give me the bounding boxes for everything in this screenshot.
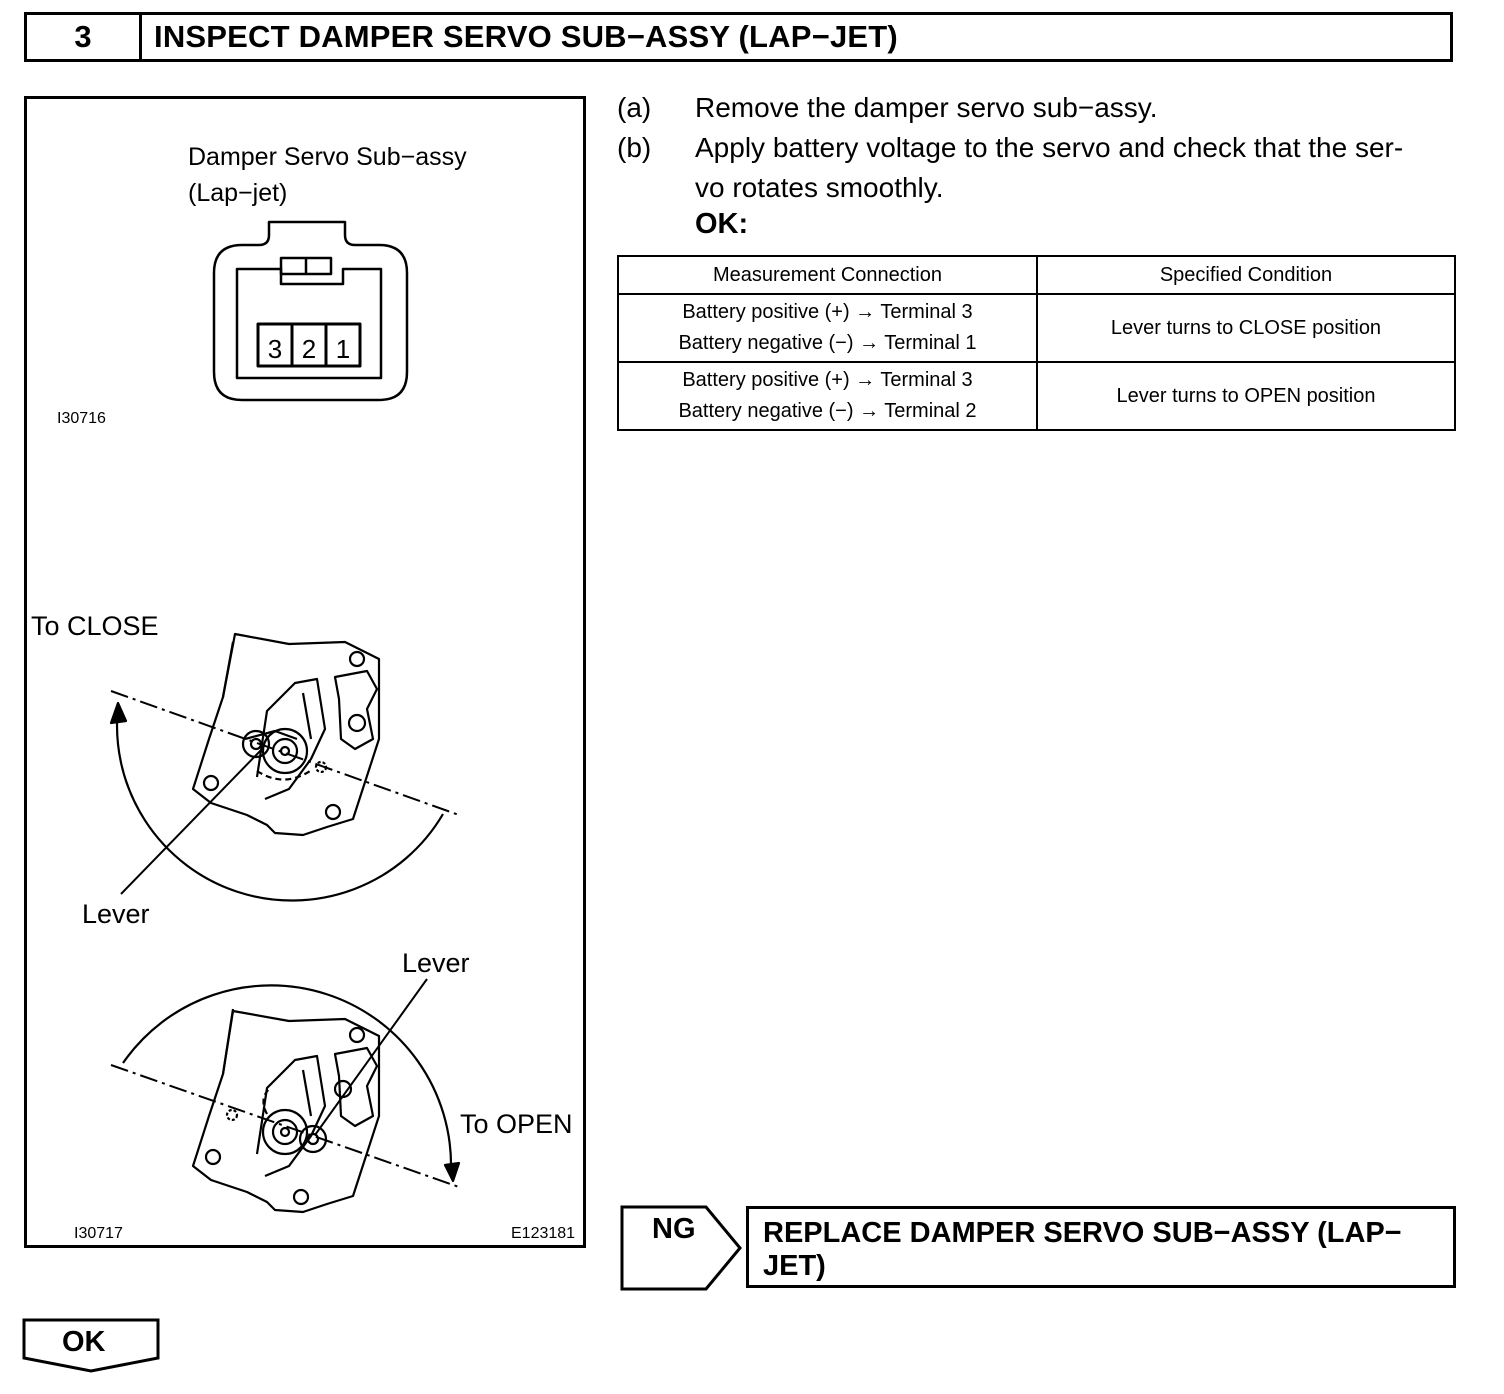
label-lever-close: Lever bbox=[82, 899, 150, 929]
instruction-b-label: (b) bbox=[617, 132, 652, 163]
connector-title-line1: Damper Servo Sub−assy bbox=[188, 143, 467, 171]
table-row: Battery positive (+) → Terminal 3 Batter… bbox=[617, 361, 1456, 431]
table-row: Battery positive (+) → Terminal 3 Batter… bbox=[617, 293, 1456, 363]
figure-code-top: I30716 bbox=[57, 410, 106, 427]
connector-cavity bbox=[235, 267, 383, 380]
label-to-open: To OPEN bbox=[460, 1109, 573, 1139]
instruction-b-text-line1: Apply battery voltage to the servo and c… bbox=[695, 132, 1404, 163]
step-header: 3 INSPECT DAMPER SERVO SUB−ASSY (LAP−JET… bbox=[24, 12, 1453, 62]
ok-arrow-label: OK bbox=[62, 1326, 106, 1358]
table-header-row: Measurement Connection Specified Conditi… bbox=[617, 255, 1456, 295]
header-measurement-connection: Measurement Connection bbox=[617, 255, 1038, 295]
ng-result-line1: REPLACE DAMPER SERVO SUB−ASSY (LAP− bbox=[763, 1217, 1402, 1249]
label-lever-open: Lever bbox=[402, 948, 470, 978]
step-number: 3 bbox=[27, 15, 142, 59]
instruction-a-label: (a) bbox=[617, 92, 652, 123]
connection-line: Battery positive (+) → Terminal 3 bbox=[682, 369, 973, 391]
figure-code-bottom-right: E123181 bbox=[511, 1225, 576, 1242]
specification-table: Measurement Connection Specified Conditi… bbox=[617, 255, 1456, 431]
terminal-3-label: 3 bbox=[268, 334, 282, 364]
connection-line: Battery negative (−) → Terminal 2 bbox=[678, 400, 977, 422]
ng-result-box: REPLACE DAMPER SERVO SUB−ASSY (LAP− JET) bbox=[746, 1206, 1456, 1288]
specified-condition-cell: Lever turns to CLOSE position bbox=[1036, 293, 1456, 363]
step-title: INSPECT DAMPER SERVO SUB−ASSY (LAP−JET) bbox=[154, 19, 898, 54]
connection-line: Battery positive (+) → Terminal 3 bbox=[682, 301, 973, 323]
specified-condition-cell: Lever turns to OPEN position bbox=[1036, 361, 1456, 431]
instruction-a-text: Remove the damper servo sub−assy. bbox=[695, 92, 1158, 123]
servo-illustration: 3 2 1 bbox=[109, 220, 461, 1214]
ng-arrow-box bbox=[620, 1205, 742, 1291]
ok-criteria-label: OK: bbox=[695, 208, 749, 240]
connection-line: Battery negative (−) → Terminal 1 bbox=[678, 332, 977, 354]
terminal-1-label: 1 bbox=[336, 334, 350, 364]
measurement-connection-cell: Battery positive (+) → Terminal 3 Batter… bbox=[617, 293, 1038, 363]
measurement-connection-cell: Battery positive (+) → Terminal 3 Batter… bbox=[617, 361, 1038, 431]
connector-outline bbox=[212, 220, 409, 402]
header-specified-condition: Specified Condition bbox=[1036, 255, 1456, 295]
illustration-panel: 3 2 1 bbox=[24, 96, 586, 1248]
terminal-2-label: 2 bbox=[302, 334, 316, 364]
ng-label: NG bbox=[652, 1213, 696, 1245]
terminal-box-1 bbox=[324, 322, 362, 368]
ng-result-line2: JET) bbox=[763, 1250, 826, 1282]
label-to-close: To CLOSE bbox=[31, 611, 159, 641]
ok-arrow-box bbox=[22, 1318, 160, 1373]
figure-code-bottom-left: I30717 bbox=[74, 1225, 123, 1242]
servo-open-drawing bbox=[110, 978, 461, 1214]
connector-title-line2: (Lap−jet) bbox=[188, 179, 288, 207]
instruction-b-text-line2: vo rotates smoothly. bbox=[695, 172, 944, 203]
servo-close-drawing bbox=[109, 632, 460, 902]
